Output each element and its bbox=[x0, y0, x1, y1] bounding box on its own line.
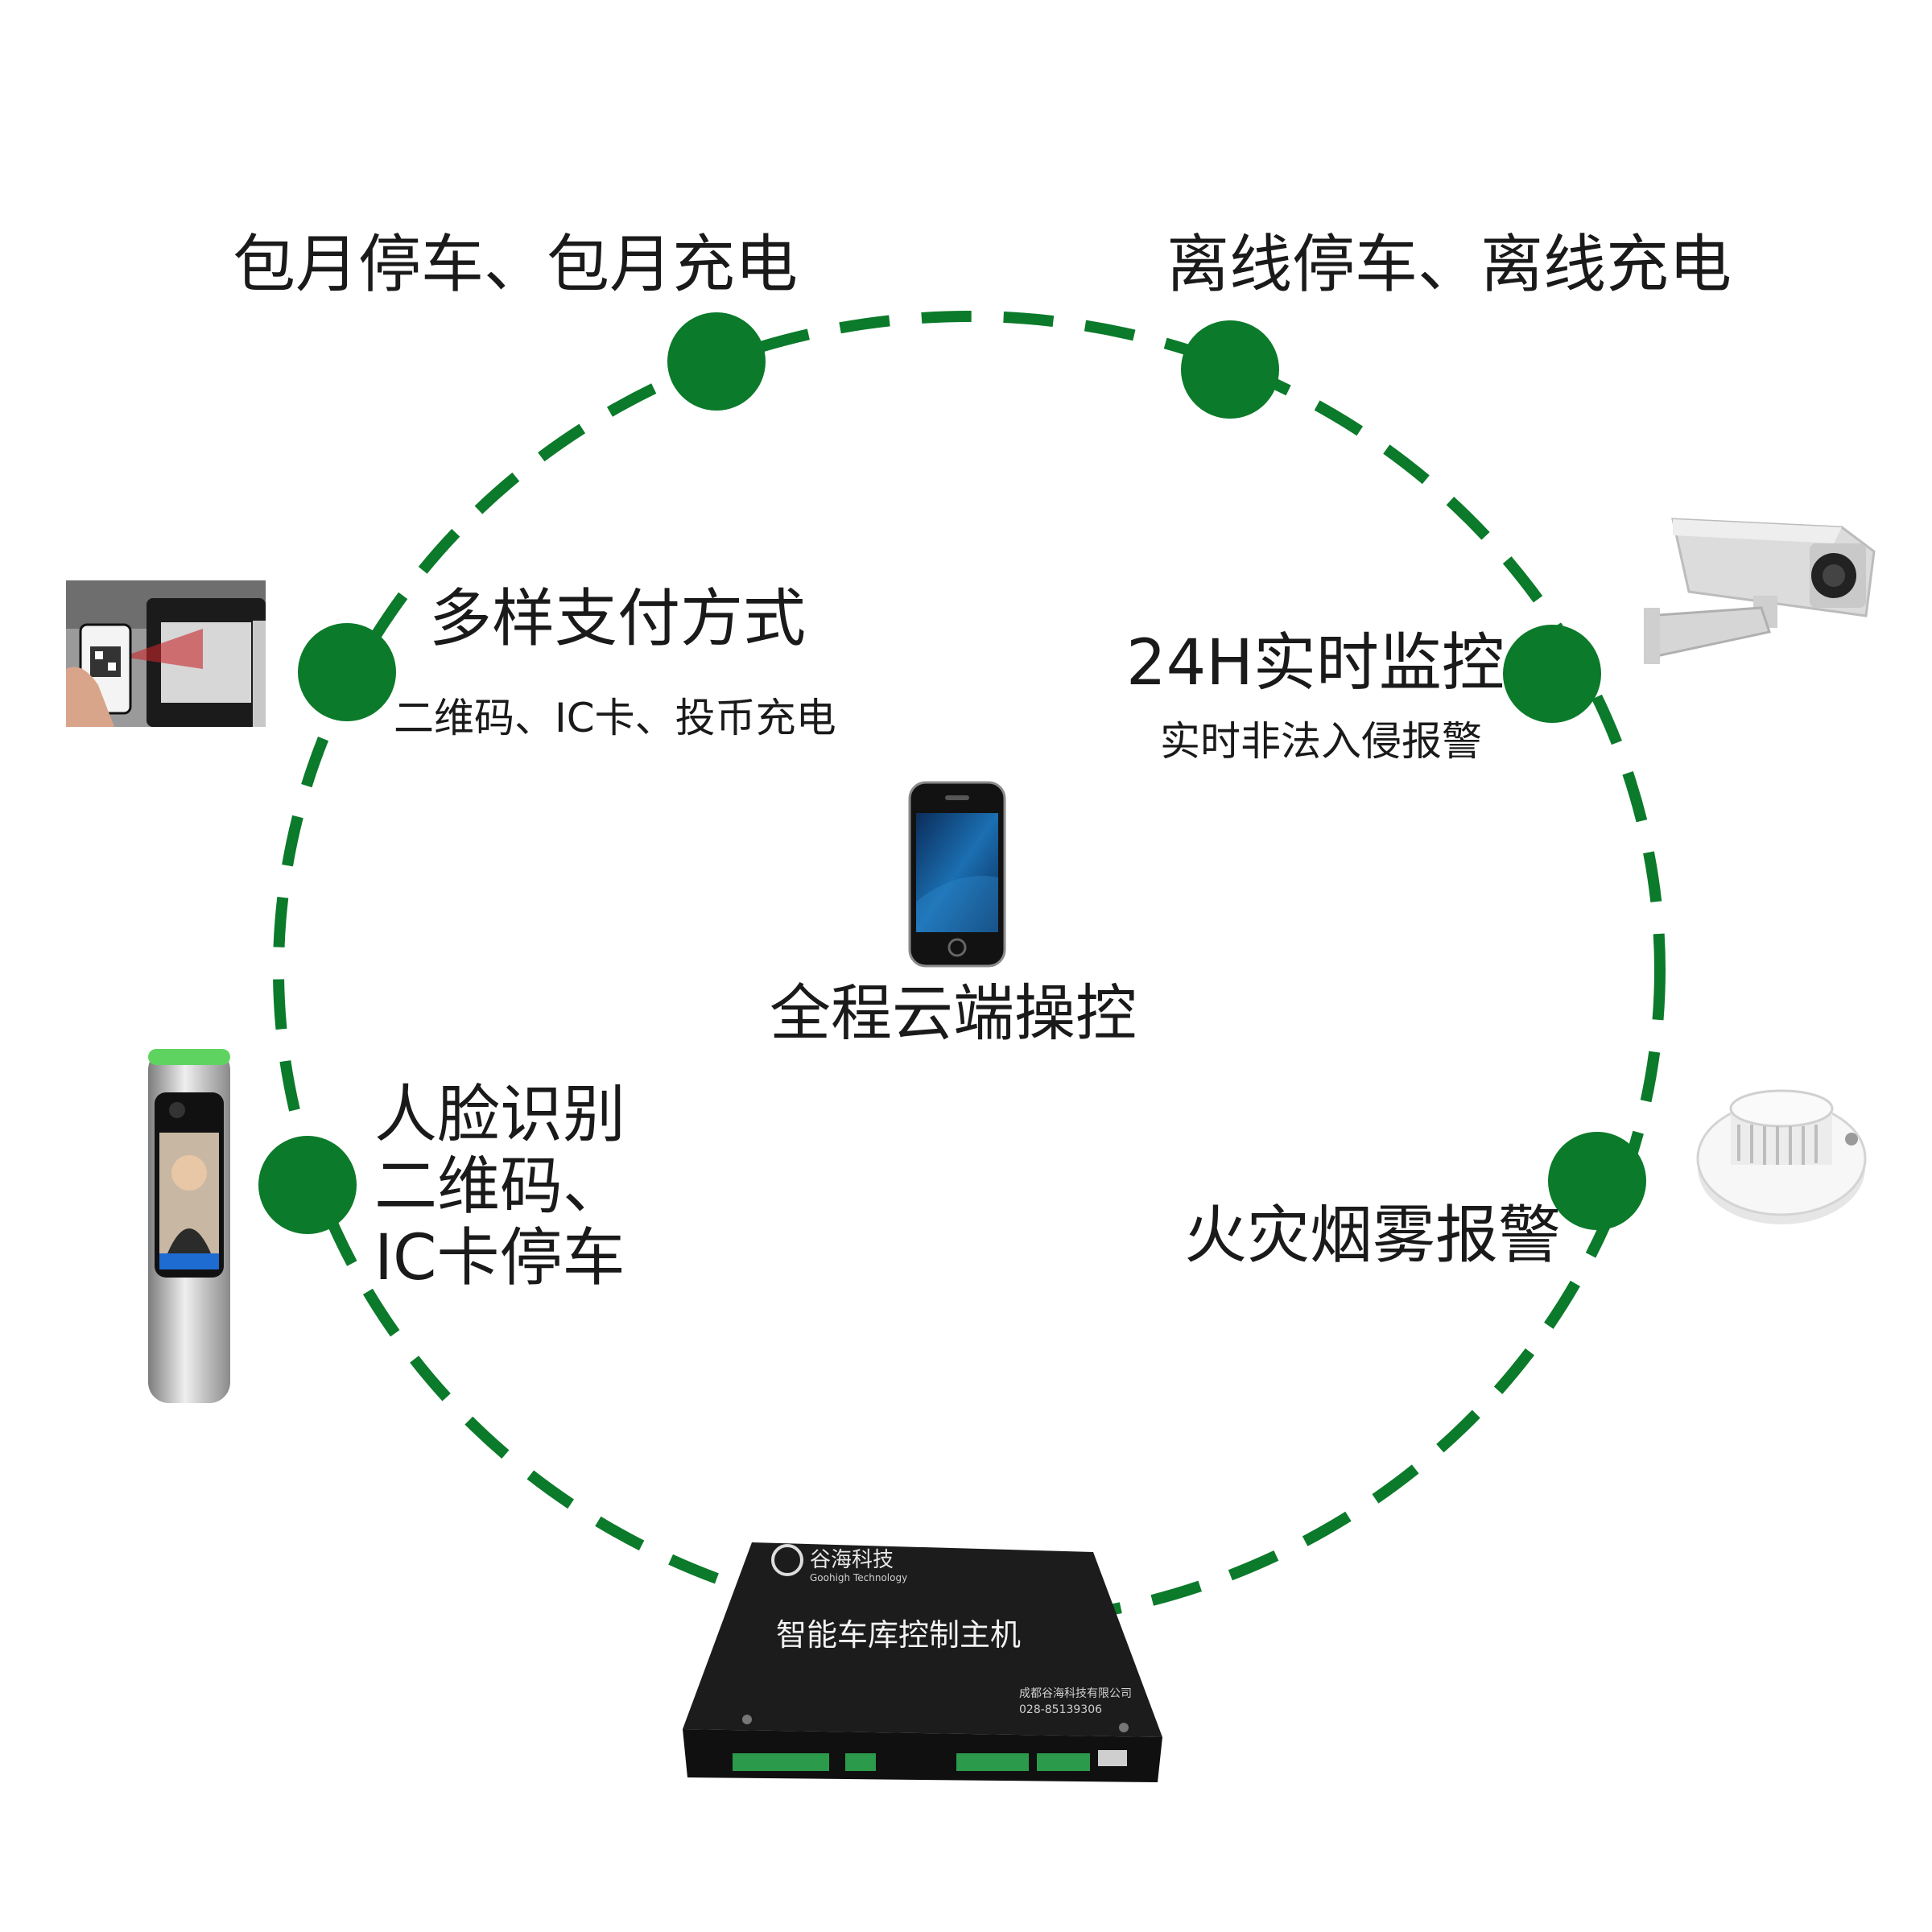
smoke-detector-icon bbox=[1696, 1089, 1867, 1224]
camera-icon bbox=[1644, 518, 1876, 664]
phone-icon bbox=[908, 781, 1006, 968]
label-monthly: 包月停车、包月充电 bbox=[233, 229, 799, 301]
device-brand-cn: 谷海科技 bbox=[810, 1548, 894, 1572]
label-face-line2: 二维码、 bbox=[374, 1150, 626, 1223]
device-company: 成都谷海科技有限公司 bbox=[1019, 1687, 1132, 1700]
label-payment-sub: 二维码、IC卡、投币充电 bbox=[394, 695, 836, 741]
node-fire bbox=[1548, 1132, 1646, 1230]
node-monthly bbox=[667, 312, 766, 411]
controller-box-icon: 谷海科技 Goohigh Technology 智能车库控制主机 成都谷海科技有… bbox=[683, 1542, 1166, 1782]
label-face-line1: 人脸识别 bbox=[374, 1079, 626, 1151]
label-monitor-sub: 实时非法入侵报警 bbox=[1160, 718, 1482, 765]
node-payment bbox=[298, 623, 396, 721]
face-terminal-icon bbox=[148, 1049, 230, 1403]
node-monitor bbox=[1503, 625, 1601, 723]
label-cloud: 全程云端操控 bbox=[770, 977, 1137, 1049]
label-offline: 离线停车、离线充电 bbox=[1166, 229, 1732, 301]
label-face-line3: IC卡停车 bbox=[374, 1222, 625, 1294]
label-monitor-title: 24H实时监控 bbox=[1126, 627, 1505, 700]
device-title: 智能车库控制主机 bbox=[776, 1617, 1022, 1653]
qr-reader-icon bbox=[66, 580, 266, 727]
device-phone: 028-85139306 bbox=[1019, 1703, 1103, 1716]
node-offline bbox=[1181, 320, 1279, 419]
label-payment-title: 多样支付方式 bbox=[429, 583, 807, 655]
device-brand-en: Goohigh Technology bbox=[810, 1572, 908, 1583]
node-face bbox=[258, 1136, 357, 1234]
label-fire: 火灾烟雾报警 bbox=[1184, 1199, 1562, 1272]
